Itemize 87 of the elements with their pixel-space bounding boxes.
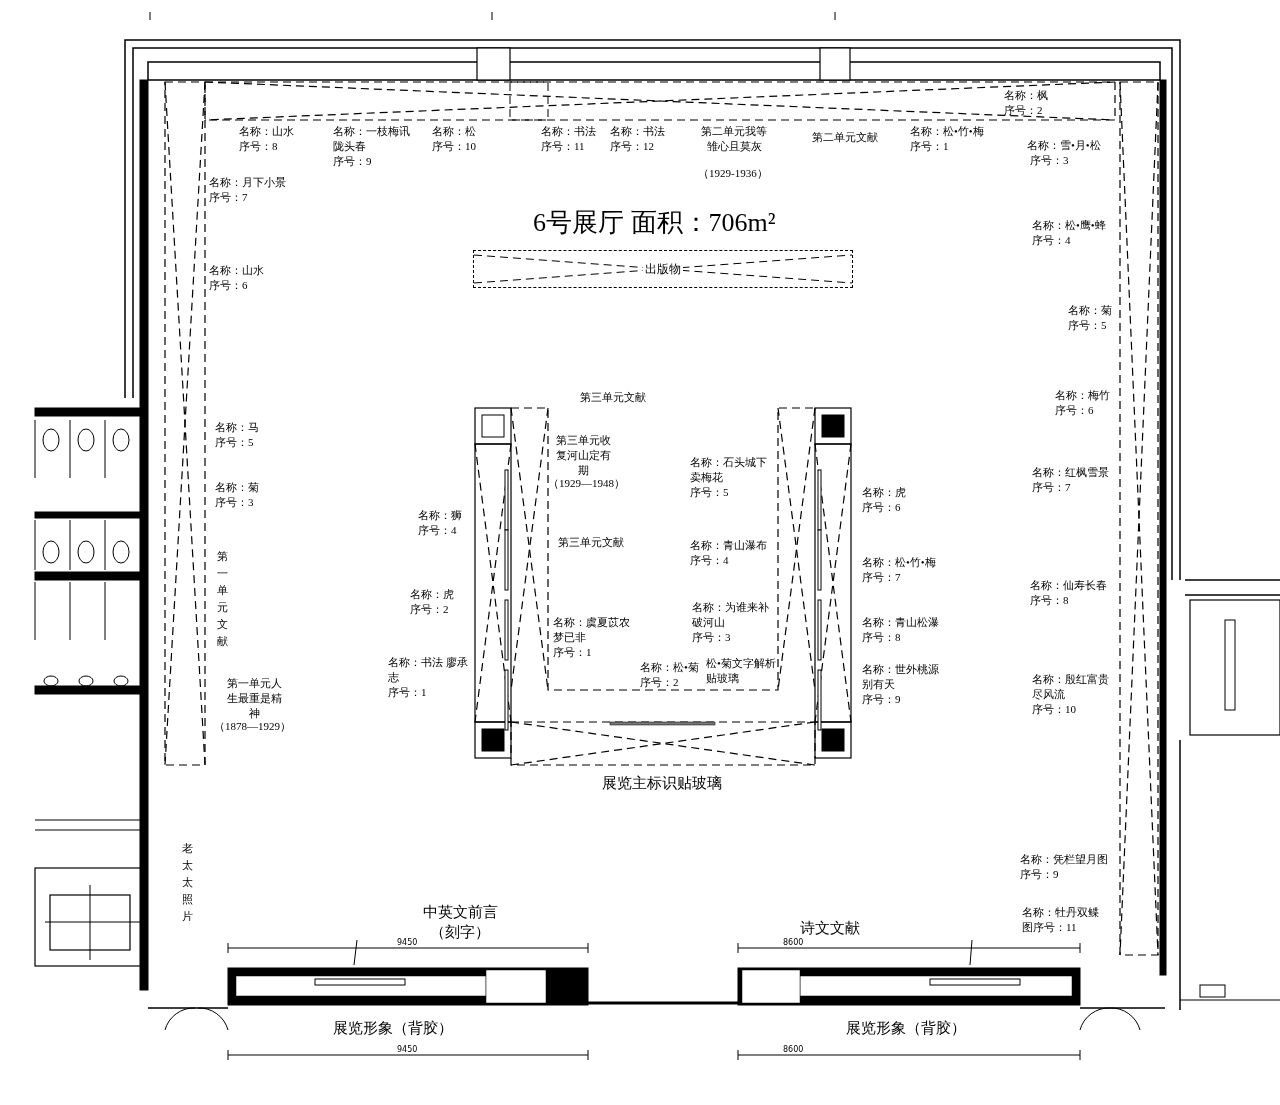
serial-number: 序号：7 [1032,480,1071,495]
exhibit-label: 名称：凭栏望月图 [1020,852,1108,867]
serial-number: 序号：8 [1030,593,1069,608]
hall-title: 6号展厅 面积：706m² [533,207,776,239]
serial-number: 序号：3 [1030,153,1069,168]
exhibit-label: 名称：月下小景 [209,175,286,190]
caption: 松•菊文字解析贴玻璃 [706,656,777,686]
dimension-text: 8600 [783,1045,804,1055]
serial-number: 序号：6 [209,278,248,293]
serial-number: 序号：1 [910,139,949,154]
exhibit-label: 名称：梅竹 [1055,388,1110,403]
caption: 诗文文献 [800,919,860,938]
caption: 展览形象（背胶） [333,1019,453,1038]
caption: 第三单元文献 [580,390,646,405]
dimension-text: 9450 [397,938,418,948]
serial-number: 序号：9 [1020,867,1059,882]
serial-number: 序号：1 [388,685,427,700]
serial-number: 序号：1 [553,645,592,660]
section-title: （1878—1929） [214,719,291,734]
serial-number: 序号：5 [690,485,729,500]
exhibit-label: 名称：松 [432,124,476,139]
exhibit-label: 名称：菊 [215,480,259,495]
serial-number: 序号：4 [1032,233,1071,248]
exhibit-label: 名称：红枫雪景 [1032,465,1109,480]
section-title: 第二单元我等雏心且莫灰 [700,124,768,154]
serial-number: 序号：10 [1032,702,1076,717]
exhibit-label: 名称：殷红富贵尽风流 [1032,672,1110,702]
section-title: （1929—1948） [548,476,625,491]
exhibit-label: 名称：牡丹双鲽图序号：11 [1022,905,1100,935]
exhibit-label: 名称：仙寿长春 [1030,578,1107,593]
serial-number: 序号：2 [640,675,679,690]
caption: 第一单元文献 [216,549,228,649]
dimension-text: 8600 [783,938,804,948]
exhibit-label: 名称：山水 [239,124,294,139]
serial-number: 序号：6 [862,500,901,515]
serial-number: 序号：6 [1055,403,1094,418]
exhibit-label: 名称：山水 [209,263,264,278]
exhibit-label: 名称：松•鹰•蜂 [1032,218,1106,233]
exhibit-label: 名称：书法 廖承志 [388,655,468,685]
exhibit-label: 名称：青山松瀑 [862,615,939,630]
exhibit-label: 名称：枫 [1004,88,1048,103]
caption: 第三单元文献 [558,535,624,550]
dimension-text: 9450 [397,1045,418,1055]
serial-number: 序号：4 [418,523,457,538]
serial-number: 序号：5 [1068,318,1107,333]
exhibit-label: 名称：书法 [541,124,596,139]
exhibit-label: 名称：青山瀑布 [690,538,767,553]
exhibit-label: 名称：松•竹•梅 [862,555,936,570]
serial-number: 序号：3 [692,630,731,645]
serial-number: 序号：9 [333,154,372,169]
serial-number: 序号：9 [862,692,901,707]
exhibit-label: 名称：松•竹•梅 [910,124,984,139]
exhibit-label: 名称：虞夏苡农梦已非 [553,615,631,645]
serial-number: 序号：11 [541,139,585,154]
exhibit-label: 名称：菊 [1068,303,1112,318]
section-title: 第三单元收复河山定有期 [554,433,612,478]
exhibit-label: 名称：虎 [862,485,906,500]
exhibit-label: 名称：石头城下卖梅花 [690,455,768,485]
exhibit-label: 名称：雪•月•松 [1027,138,1101,153]
serial-number: 序号：3 [215,495,254,510]
section-title: （1929-1936） [698,166,768,181]
serial-number: 序号：5 [215,435,254,450]
caption: 展览形象（背胶） [846,1019,966,1038]
caption: 中英文前言（刻字） [421,903,499,942]
serial-number: 序号：7 [862,570,901,585]
caption: 展览主标识贴玻璃 [602,774,722,793]
display-case [473,250,853,288]
exhibit-label: 名称：松•菊 [640,660,699,675]
exhibit-label: 名称：马 [215,420,259,435]
serial-number: 序号：8 [239,139,278,154]
serial-number: 序号：7 [209,190,248,205]
exhibit-label: 名称：书法 [610,124,665,139]
exhibit-label: 名称：一枝梅讯陇头春 [333,124,411,154]
serial-number: 序号：4 [690,553,729,568]
exhibit-label: 名称：为谁来补破河山 [692,600,770,630]
serial-number: 序号：2 [1004,103,1043,118]
serial-number: 序号：10 [432,139,476,154]
serial-number: 序号：2 [410,602,449,617]
exhibit-label: 名称：狮 [418,508,462,523]
section-title: 第一单元人生最重是精神 [225,676,283,721]
caption: 老太太照片 [181,841,193,924]
exhibit-label: 名称：虎 [410,587,454,602]
serial-number: 序号：8 [862,630,901,645]
exhibit-label: 名称：世外桃源别有天 [862,662,940,692]
caption: 第二单元文献 [812,130,878,145]
case-label: 出版物 [643,260,683,278]
serial-number: 序号：12 [610,139,654,154]
